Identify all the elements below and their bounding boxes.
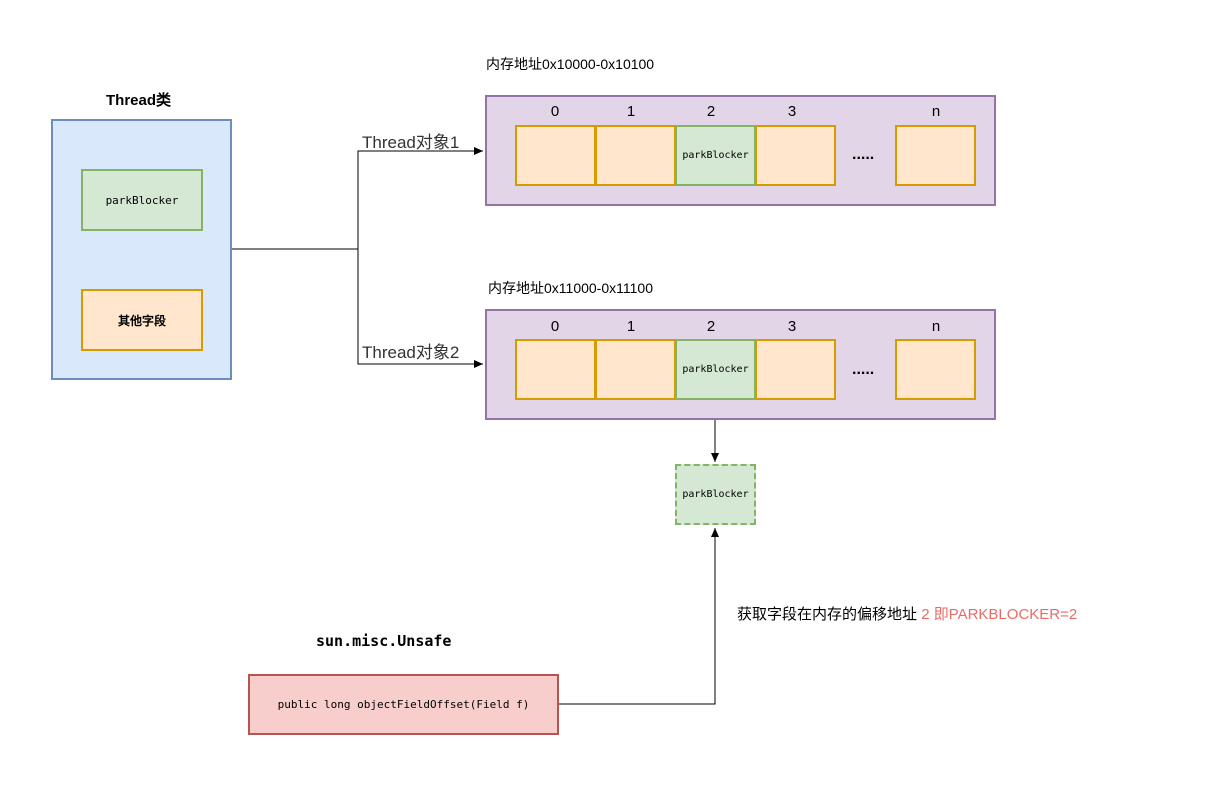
memory-cell (755, 339, 836, 400)
edge-to-object1 (231, 147, 483, 250)
class-field-parkblocker: parkBlocker (81, 169, 203, 231)
memory-label-object2: 内存地址0x11000-0x11100 (488, 280, 653, 296)
memory-cell (595, 125, 676, 186)
edge-unsafe-to-extracted (558, 528, 719, 705)
memory-cell (595, 339, 676, 400)
offset-note-text: 获取字段在内存的偏移地址 (737, 606, 918, 623)
extracted-parkblocker: parkBlocker (675, 464, 756, 525)
offset-note-highlight: 2 即PARKBLOCKER=2 (921, 606, 1078, 623)
memory-cell (895, 339, 976, 400)
index-0: 0 (550, 318, 560, 335)
index-3: 3 (787, 103, 797, 120)
memory-label-object1: 内存地址0x10000-0x10100 (486, 56, 655, 72)
index-2: 2 (706, 103, 716, 120)
memory-cell (755, 125, 836, 186)
index-n: n (931, 103, 941, 120)
ellipsis: ..... (852, 146, 875, 163)
edge-label-object1: Thread对象1 (362, 133, 460, 152)
edge-label-object2: Thread对象2 (362, 343, 460, 362)
thread-class-box: parkBlocker 其他字段 (51, 119, 232, 380)
edge-to-object2 (357, 249, 483, 368)
index-n: n (931, 318, 941, 335)
class-field-other: 其他字段 (81, 289, 203, 351)
unsafe-title: sun.misc.Unsafe (316, 632, 452, 650)
index-0: 0 (550, 103, 560, 120)
index-2: 2 (706, 318, 716, 335)
memory-cell-parkblocker: parkBlocker (675, 125, 756, 186)
unsafe-method-box: public long objectFieldOffset(Field f) (248, 674, 559, 735)
memory-cell (895, 125, 976, 186)
index-3: 3 (787, 318, 797, 335)
index-1: 1 (626, 318, 636, 335)
memory-cell (515, 125, 596, 186)
offset-note: 获取字段在内存的偏移地址 2 即PARKBLOCKER=2 (737, 603, 1077, 624)
thread-class-title: Thread类 (106, 92, 172, 109)
memory-cell (515, 339, 596, 400)
memory-cell-parkblocker: parkBlocker (675, 339, 756, 400)
index-1: 1 (626, 103, 636, 120)
ellipsis: ..... (852, 361, 875, 378)
